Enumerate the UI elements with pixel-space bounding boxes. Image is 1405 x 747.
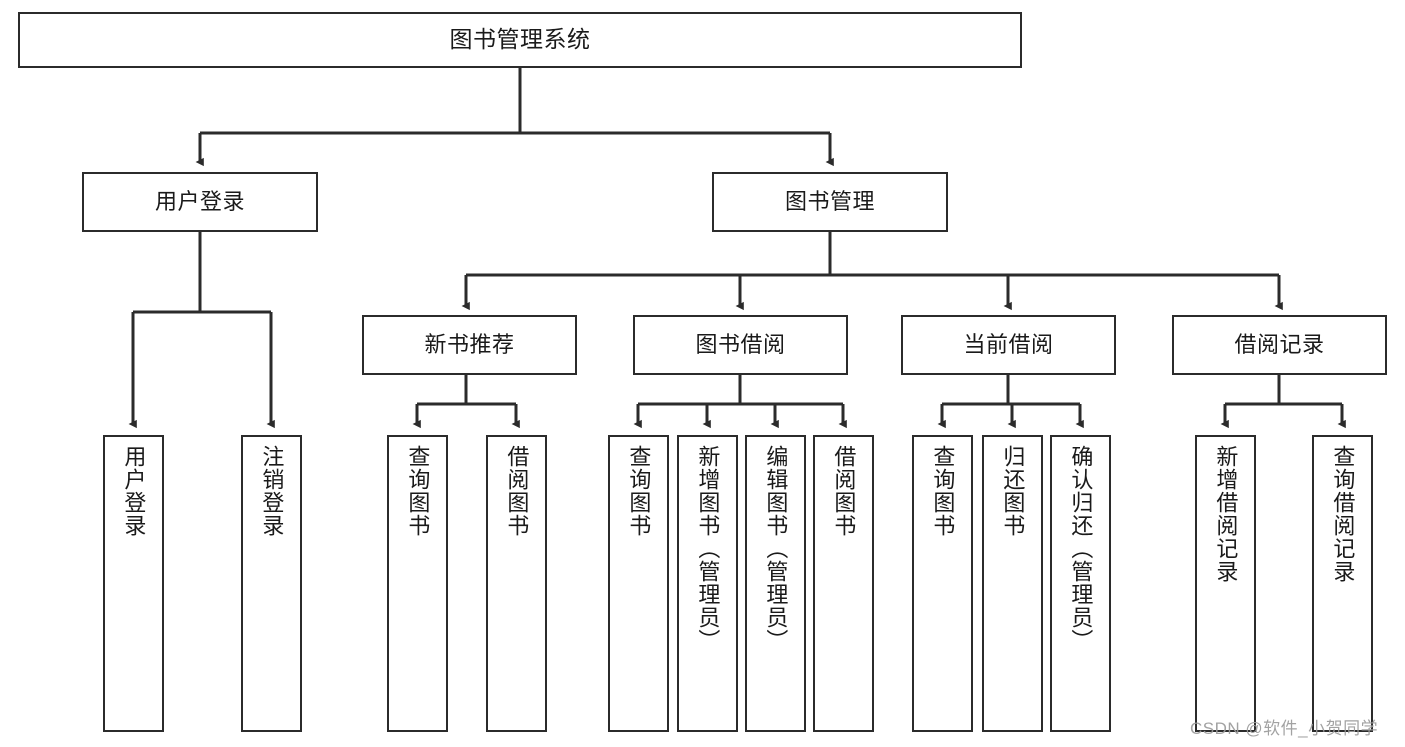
node-book-borrow[interactable]: 图书借阅 <box>633 315 848 375</box>
node-leaf-add-book[interactable]: 新增图书（管理员） <box>677 435 738 732</box>
node-leaf-add-record[interactable]: 新增借阅记录 <box>1195 435 1256 732</box>
node-root[interactable]: 图书管理系统 <box>18 12 1022 68</box>
node-leaf-query-book-2[interactable]: 查询图书 <box>608 435 669 732</box>
node-leaf-borrow-book-2-label: 借阅图书 <box>831 445 857 537</box>
node-current-borrow[interactable]: 当前借阅 <box>901 315 1116 375</box>
node-leaf-edit-book[interactable]: 编辑图书（管理员） <box>745 435 806 732</box>
node-leaf-user-login[interactable]: 用户登录 <box>103 435 164 732</box>
node-leaf-borrow-book-1-label: 借阅图书 <box>504 445 530 537</box>
node-user-login-label: 用户登录 <box>154 189 245 215</box>
node-leaf-user-login-label: 用户登录 <box>121 445 147 537</box>
node-book-manage-label: 图书管理 <box>784 189 875 215</box>
node-leaf-add-record-label: 新增借阅记录 <box>1213 445 1239 583</box>
node-leaf-logout-label: 注销登录 <box>259 445 285 537</box>
node-leaf-query-book-1-label: 查询图书 <box>405 445 431 537</box>
node-leaf-logout[interactable]: 注销登录 <box>241 435 302 732</box>
node-leaf-query-book-1[interactable]: 查询图书 <box>387 435 448 732</box>
node-leaf-confirm-return-label: 确认归还（管理员） <box>1068 445 1094 652</box>
node-leaf-query-book-2-label: 查询图书 <box>626 445 652 537</box>
node-root-label: 图书管理系统 <box>449 26 591 53</box>
node-leaf-confirm-return[interactable]: 确认归还（管理员） <box>1050 435 1111 732</box>
node-current-borrow-label: 当前借阅 <box>963 332 1054 358</box>
node-borrow-record-label: 借阅记录 <box>1234 332 1325 358</box>
node-new-book-rec-label: 新书推荐 <box>424 332 515 358</box>
node-leaf-borrow-book-1[interactable]: 借阅图书 <box>486 435 547 732</box>
node-leaf-borrow-book-2[interactable]: 借阅图书 <box>813 435 874 732</box>
node-leaf-edit-book-label: 编辑图书（管理员） <box>763 445 789 652</box>
node-book-manage[interactable]: 图书管理 <box>712 172 948 232</box>
node-leaf-query-record[interactable]: 查询借阅记录 <box>1312 435 1373 732</box>
node-user-login[interactable]: 用户登录 <box>82 172 318 232</box>
node-leaf-query-book-3-label: 查询图书 <box>930 445 956 537</box>
node-leaf-query-book-3[interactable]: 查询图书 <box>912 435 973 732</box>
node-new-book-rec[interactable]: 新书推荐 <box>362 315 577 375</box>
watermark-text: CSDN @软件_小贺同学 <box>1190 719 1379 738</box>
node-leaf-query-record-label: 查询借阅记录 <box>1330 445 1356 583</box>
node-book-borrow-label: 图书借阅 <box>695 332 786 358</box>
node-leaf-return-book-label: 归还图书 <box>1000 445 1026 537</box>
node-borrow-record[interactable]: 借阅记录 <box>1172 315 1387 375</box>
node-leaf-add-book-label: 新增图书（管理员） <box>695 445 721 652</box>
node-leaf-return-book[interactable]: 归还图书 <box>982 435 1043 732</box>
